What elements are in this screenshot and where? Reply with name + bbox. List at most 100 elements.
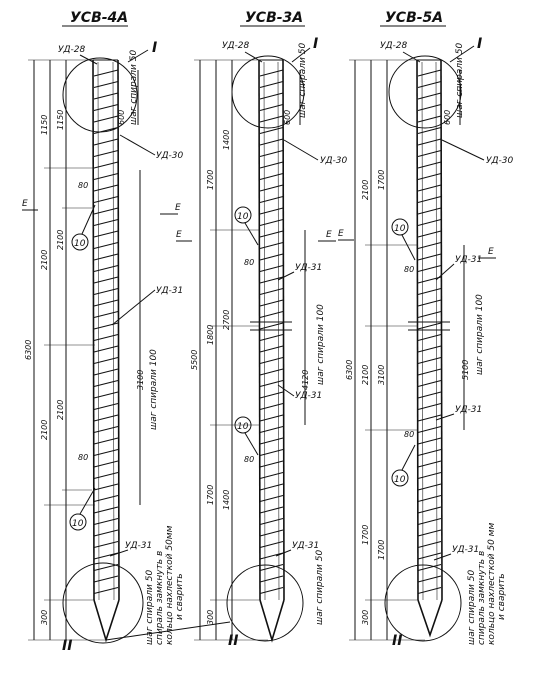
spiral-turn	[93, 506, 119, 514]
spiral-turn	[93, 494, 119, 503]
spiral-turn	[417, 184, 442, 192]
spiral-turn	[259, 310, 284, 319]
spiral-turn	[417, 529, 442, 537]
pile-tip	[259, 599, 285, 643]
pile-edge-right	[117, 59, 120, 601]
spiral-turn	[259, 425, 284, 434]
position-mark-number: 10	[237, 212, 249, 222]
spiral-turn	[259, 506, 284, 514]
spiral-winding	[259, 69, 284, 595]
spiral-note: шаг спирали 50	[298, 43, 308, 118]
detail-circle-top	[231, 55, 305, 129]
rebar-line	[421, 61, 424, 601]
tag-label: УД-31	[156, 286, 183, 296]
detail-circle-top	[388, 55, 462, 129]
spiral-turn	[93, 552, 119, 560]
spiral-turn	[259, 172, 284, 181]
spiral-turn	[259, 552, 284, 560]
leader-line	[433, 553, 452, 561]
spiral-turn	[417, 345, 442, 353]
spiral-turn	[259, 540, 284, 549]
dimension-value: 80	[78, 453, 88, 462]
spiral-turn	[259, 149, 284, 158]
spiral-note: шаг спирали 100	[316, 304, 326, 385]
spiral-turn	[259, 529, 284, 537]
spiral-turn	[93, 322, 119, 330]
leader-line	[244, 432, 259, 456]
leader-line	[111, 289, 156, 326]
spiral-turn	[259, 115, 284, 123]
bottom-note: и сварить	[175, 573, 185, 620]
spiral-turn	[417, 379, 442, 388]
dimension-value: 5500	[190, 350, 199, 370]
spiral-turn	[93, 517, 119, 526]
dimension-value: 1400	[222, 130, 231, 150]
detail-circle-bottom	[384, 564, 462, 642]
spiral-turn	[93, 287, 119, 296]
position-mark-number: 10	[74, 239, 86, 249]
spiral-turn	[417, 437, 442, 445]
leader-line	[81, 204, 96, 235]
tag-label: УД-30	[486, 156, 513, 166]
spiral-note: шаг спирали 50	[129, 50, 139, 125]
spiral-turn	[417, 207, 442, 215]
spiral-turn	[417, 563, 442, 572]
spiral-turn	[259, 414, 284, 422]
spiral-turn	[93, 230, 119, 238]
leader-line	[277, 384, 295, 397]
spiral-turn	[93, 184, 119, 192]
spiral-turn	[417, 402, 442, 411]
dimension-value: 6300	[24, 340, 33, 360]
leader-line	[109, 549, 129, 557]
dimension-value: 2100	[361, 365, 370, 385]
spiral-turn	[259, 138, 284, 146]
position-mark	[69, 513, 87, 531]
dimension-value: 1700	[377, 170, 386, 190]
spiral-turn	[93, 483, 119, 491]
spiral-turn	[417, 264, 442, 273]
spiral-turn	[259, 575, 284, 583]
dimension-value: 2100	[40, 420, 49, 440]
spiral-turn	[93, 126, 119, 135]
position-mark	[391, 218, 409, 236]
position-mark-number: 10	[394, 475, 406, 485]
leader-line	[291, 47, 311, 63]
bottom-note: спираль замкнуть в	[155, 551, 165, 645]
dimension-value: 600	[117, 110, 126, 125]
section-mark: Е	[22, 199, 28, 209]
spiral-turn	[417, 517, 442, 526]
spiral-turn	[259, 126, 284, 135]
spiral-turn	[259, 218, 284, 227]
spiral-turn	[417, 149, 442, 158]
dimension-value: 2100	[40, 250, 49, 270]
pile-tip	[417, 599, 443, 638]
spiral-turn	[417, 494, 442, 503]
spiral-turn	[259, 69, 284, 77]
bottom-note: и сварить	[497, 573, 507, 620]
leader-line	[79, 487, 96, 515]
spiral-turn	[93, 586, 119, 595]
spiral-turn	[417, 391, 442, 399]
spiral-turn	[93, 368, 119, 376]
spiral-turn	[417, 575, 442, 583]
column-usv-3a: УСВ-3А I II УД-28 УД-30 УД-31 УД-31 УД-3…	[176, 10, 347, 649]
spiral-turn	[93, 402, 119, 411]
leader-line	[401, 444, 416, 471]
spiral-turn	[259, 586, 284, 595]
spiral-turn	[417, 172, 442, 181]
pile-body	[408, 59, 450, 638]
spiral-turn	[259, 437, 284, 445]
position-mark-number: 10	[72, 519, 84, 529]
spiral-turn	[259, 494, 284, 503]
spiral-turn	[417, 161, 442, 169]
leader-line	[244, 51, 263, 63]
spiral-turn	[93, 161, 119, 169]
spiral-turn	[417, 103, 442, 112]
spiral-turn	[417, 287, 442, 296]
spiral-turn	[93, 575, 119, 583]
column-title: УСВ-3А	[245, 10, 303, 26]
dimension-value: 600	[283, 110, 292, 125]
spiral-turn	[259, 103, 284, 112]
